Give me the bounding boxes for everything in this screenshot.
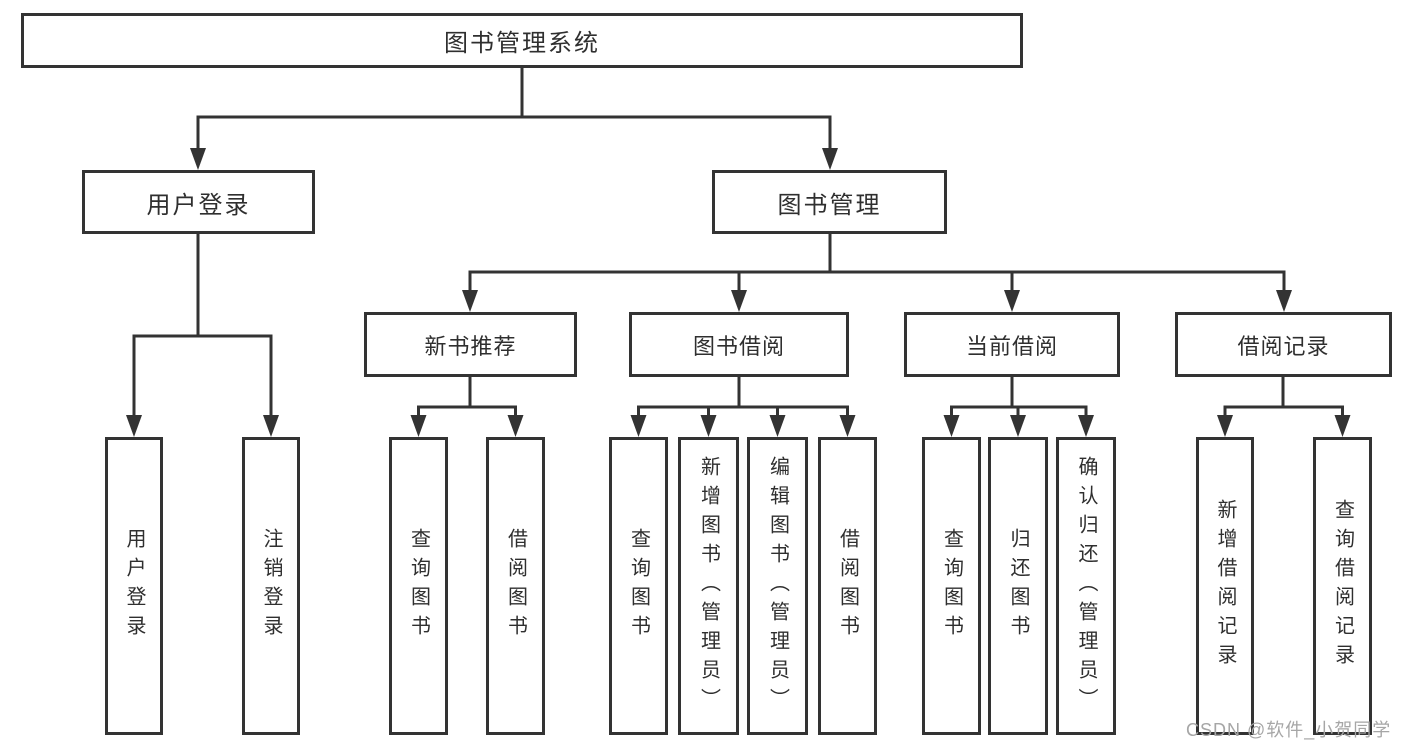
node-library-management-system: 图书管理系统 xyxy=(21,13,1023,68)
leaf-borrow-book: 借阅图书 xyxy=(818,437,877,735)
leaf-query-borrow-record: 查询借阅记录 xyxy=(1313,437,1372,735)
leaf-query-books-current: 查询图书 xyxy=(922,437,981,735)
leaf-query-books-recommend: 查询图书 xyxy=(389,437,448,735)
leaf-logout: 注销登录 xyxy=(242,437,300,735)
leaf-edit-book-admin: 编辑图书（管理员） xyxy=(747,437,808,735)
node-book-borrow: 图书借阅 xyxy=(629,312,849,377)
leaf-borrow-books-recommend: 借阅图书 xyxy=(486,437,545,735)
leaf-user-login: 用户登录 xyxy=(105,437,163,735)
node-user-login: 用户登录 xyxy=(82,170,315,234)
csdn-watermark: CSDN @软件_小贺同学 xyxy=(1186,720,1392,740)
leaf-return-book: 归还图书 xyxy=(988,437,1048,735)
leaf-add-borrow-record: 新增借阅记录 xyxy=(1196,437,1254,735)
leaf-add-book-admin: 新增图书（管理员） xyxy=(678,437,739,735)
node-borrow-records: 借阅记录 xyxy=(1175,312,1392,377)
leaf-confirm-return-admin: 确认归还（管理员） xyxy=(1056,437,1116,735)
node-book-management: 图书管理 xyxy=(712,170,947,234)
node-current-borrow: 当前借阅 xyxy=(904,312,1120,377)
node-new-book-recommend: 新书推荐 xyxy=(364,312,577,377)
leaf-query-books-borrow: 查询图书 xyxy=(609,437,668,735)
